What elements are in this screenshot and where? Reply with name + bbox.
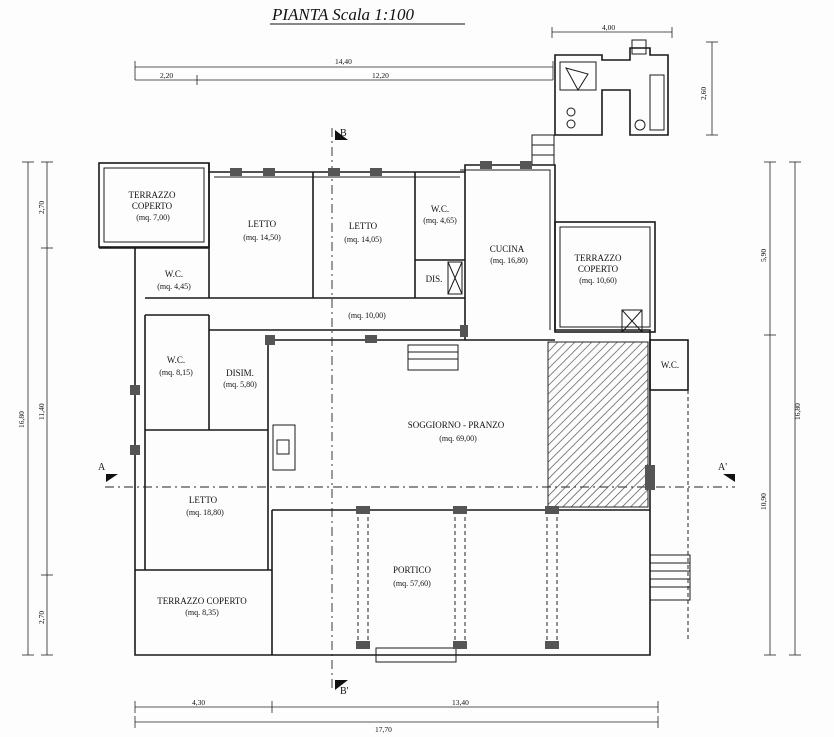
room-terrazzo-2-name-2: COPERTO <box>578 264 619 274</box>
left-dimensions: 2,70 11,40 2,70 16,80 <box>17 161 53 656</box>
room-letto-2-area: (mq. 14,05) <box>344 235 382 244</box>
dim-left-total: 16,80 <box>17 411 26 428</box>
room-wc-3-area: (mq. 8,15) <box>159 368 193 377</box>
outdoor-barbecue <box>531 39 669 166</box>
room-letto-3-name: LETTO <box>189 495 218 505</box>
room-wc-ext-name: W.C. <box>661 360 679 370</box>
room-cucina-area: (mq. 16,80) <box>490 256 528 265</box>
room-cucina-name: CUCINA <box>490 244 525 254</box>
top-dimensions: 14,40 2,20 12,20 4,00 <box>134 23 673 85</box>
room-disim-area: (mq. 5,80) <box>223 380 257 389</box>
room-wc-3-name: W.C. <box>167 355 185 365</box>
interior-walls <box>135 172 650 663</box>
room-terrazzo-2-area: (mq. 10,60) <box>579 276 617 285</box>
room-soggiorno-name: SOGGIORNO - PRANZO <box>408 420 505 430</box>
section-lines: A A' B B' <box>98 128 735 697</box>
room-letto-3-area: (mq. 18,80) <box>186 508 224 517</box>
dim-top-total: 14,40 <box>335 57 352 66</box>
room-terrazzo-3-name: TERRAZZO COPERTO <box>157 596 247 606</box>
room-terrazzo-1-area: (mq. 7,00) <box>136 213 170 222</box>
wall-columns <box>130 161 655 649</box>
dim-right-total: 16,80 <box>793 403 802 420</box>
room-letto-1-name: LETTO <box>248 219 277 229</box>
dim-right-top: 2,60 <box>699 87 708 100</box>
section-a-right: A' <box>718 462 727 473</box>
dim-right-lower: 10,90 <box>759 493 768 510</box>
hatched-area <box>547 341 649 508</box>
room-letto-2-name: LETTO <box>349 221 378 231</box>
room-wc-2-area: (mq. 4,45) <box>157 282 191 291</box>
room-terrazzo-2-name-1: TERRAZZO <box>575 253 622 263</box>
room-letto-1-area: (mq. 14,50) <box>243 233 281 242</box>
room-wc-1-name: W.C. <box>431 204 449 214</box>
section-a-left: A <box>98 462 106 473</box>
room-corridoio-area: (mq. 10,00) <box>348 311 386 320</box>
room-terrazzo-1-name-2: COPERTO <box>132 201 173 211</box>
dim-right-upper: 5,90 <box>759 249 768 262</box>
room-dis-name: DIS. <box>426 274 443 284</box>
room-terrazzo-1-name-1: TERRAZZO <box>129 190 176 200</box>
dim-top-left: 2,20 <box>160 71 173 80</box>
dim-top-small: 4,00 <box>602 23 615 32</box>
dim-left-top: 2,70 <box>37 201 46 214</box>
room-labels: TERRAZZO COPERTO (mq. 7,00) LETTO (mq. 1… <box>129 190 680 617</box>
room-disim-name: DISIM. <box>226 368 254 378</box>
room-terrazzo-3-area: (mq. 8,35) <box>185 608 219 617</box>
room-wc-1-area: (mq. 4,65) <box>423 216 457 225</box>
dim-left-mid: 11,40 <box>37 403 46 420</box>
bottom-dimensions: 4,30 13,40 17,70 <box>134 698 659 734</box>
dim-top-right: 12,20 <box>372 71 389 80</box>
dim-bottom-right: 13,40 <box>452 698 469 707</box>
dim-bottom-total: 17,70 <box>375 725 392 734</box>
dim-bottom-left: 4,30 <box>192 698 205 707</box>
room-soggiorno-area: (mq. 69,00) <box>439 434 477 443</box>
section-b-bottom: B' <box>340 686 349 697</box>
room-wc-2-name: W.C. <box>165 269 183 279</box>
right-dimensions: 2,60 5,90 10,90 16,80 <box>699 41 802 656</box>
plan-title: PIANTA Scala 1:100 <box>271 5 414 24</box>
room-portico-area: (mq. 57,60) <box>393 579 431 588</box>
dim-left-bottom: 2,70 <box>37 611 46 624</box>
section-b-top: B <box>340 128 347 139</box>
room-portico-name: PORTICO <box>393 565 431 575</box>
